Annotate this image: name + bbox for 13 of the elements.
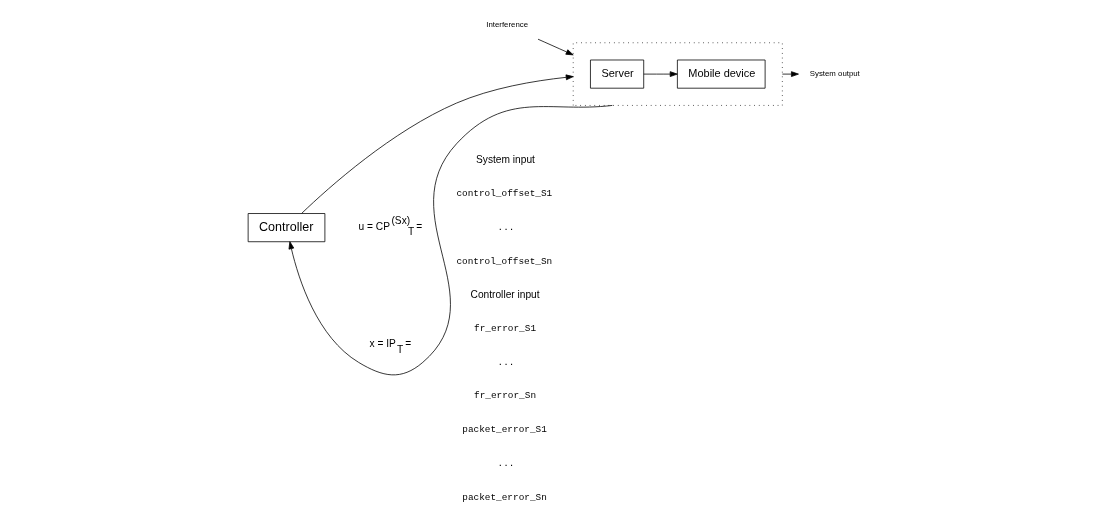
label: ... xyxy=(497,457,515,469)
label: System input xyxy=(476,153,535,165)
label: control_offset_Sn xyxy=(456,255,553,267)
label: Controller input xyxy=(470,288,540,300)
label: ... xyxy=(497,222,515,234)
node-text: System output xyxy=(809,69,860,79)
label: packet_error_Sn xyxy=(462,491,547,503)
label: packet_error_S1 xyxy=(462,424,547,436)
label: control_offset_S1 xyxy=(456,188,553,200)
node-text: Interference xyxy=(486,20,529,30)
label: fr_error_S1 xyxy=(474,323,537,335)
label: fr_error_Sn xyxy=(474,390,537,402)
label: ... xyxy=(497,356,515,368)
